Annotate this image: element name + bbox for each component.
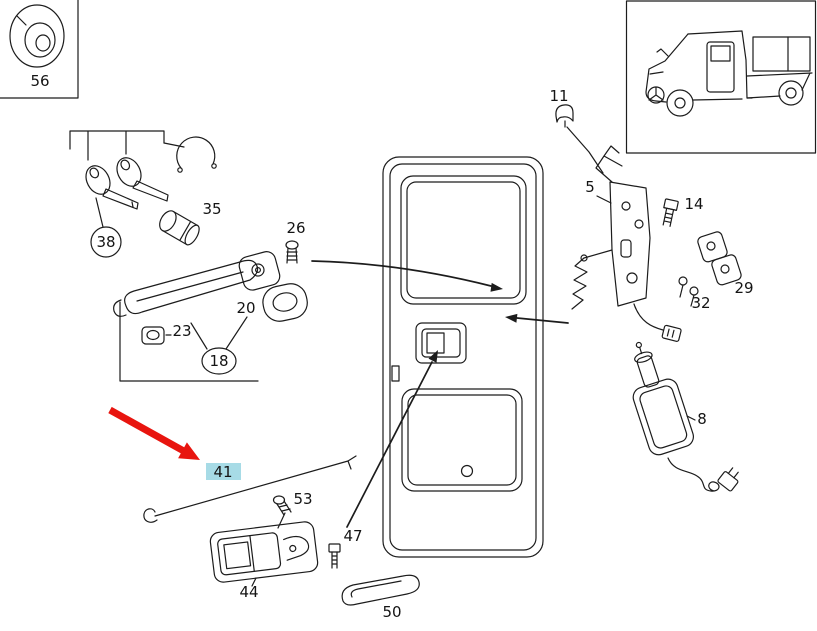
inner-handle-lever	[283, 535, 310, 561]
van-side-door	[706, 41, 735, 93]
grommet-outer-ring	[9, 4, 65, 68]
lock-plate	[609, 181, 651, 307]
lock-cylinder	[159, 210, 200, 246]
handle-gasket	[262, 283, 308, 322]
arrow-lock-to-door	[516, 317, 569, 324]
actuator-wire	[667, 457, 720, 492]
vehicle-inset-group	[625, 0, 817, 154]
actuator-plunger	[636, 355, 660, 388]
van-cargo-box	[752, 36, 811, 72]
control-rod-hook	[143, 508, 158, 523]
vehicle-inset-frame	[625, 0, 817, 154]
part-label-14: 14	[684, 195, 703, 213]
part-label-50: 50	[382, 603, 401, 621]
screw-47	[328, 543, 341, 553]
control-rod	[154, 455, 357, 517]
handle-cup	[341, 574, 420, 606]
screw-32-a	[678, 276, 688, 286]
actuator-connector	[717, 471, 739, 492]
inner-handle-group: 41 53 44 47 50	[143, 455, 420, 621]
retaining-clip	[555, 104, 574, 128]
arrow-inner-handle-to-door	[346, 361, 433, 528]
lock-actuator-group: 8	[632, 341, 739, 492]
part-label-5: 5	[585, 178, 595, 196]
key-blade-1	[102, 188, 139, 210]
van-rear-wheel	[778, 80, 804, 106]
key-set-group: 38 35	[69, 130, 222, 258]
part-label-35: 35	[202, 200, 221, 218]
key-head-1	[85, 165, 111, 195]
door-outer-edge	[382, 156, 544, 558]
arrow-handle-to-door	[311, 260, 492, 287]
part-label-47: 47	[343, 527, 362, 545]
handle-clip	[141, 326, 165, 345]
callout-circle-38	[90, 226, 122, 258]
screw-26	[285, 240, 299, 250]
part-label-20: 20	[236, 299, 255, 317]
door-panel-group	[382, 156, 544, 558]
hinge-plate-upper	[697, 231, 728, 263]
part-label-44: 44	[239, 583, 258, 601]
latch-lever	[595, 145, 623, 183]
key-blade-2	[132, 180, 169, 202]
part-label-38: 38	[96, 233, 115, 251]
part-label-32: 32	[691, 294, 710, 312]
part-label-8: 8	[697, 410, 707, 428]
lock-wire	[633, 303, 664, 331]
callout-circle-18	[201, 347, 237, 375]
part-41-highlight	[206, 463, 241, 480]
door-window-opening	[400, 175, 527, 305]
key-head-2	[116, 157, 142, 187]
door-lock-group: 11 5 14 29 32	[549, 87, 754, 342]
grommet-part-group: 56	[0, 0, 79, 99]
inset-corner-frame	[0, 0, 79, 99]
handle-bracket-lines	[119, 301, 259, 382]
door-lower-recess	[401, 388, 523, 492]
van-cab-outline	[687, 30, 753, 99]
part-label-18: 18	[209, 352, 228, 370]
part-label-26: 26	[286, 219, 305, 237]
pointer-arrows-group	[108, 260, 569, 528]
actuator-body	[632, 378, 694, 456]
van-front-wheel	[666, 89, 694, 117]
part-label-29: 29	[734, 279, 753, 297]
part-label-23: 23	[172, 322, 191, 340]
screw-53	[272, 495, 286, 505]
outer-handle-group: 26 20 23 18	[113, 219, 308, 382]
key-bracket-lines	[69, 130, 165, 161]
lock-spring	[572, 257, 588, 301]
part-label-41: 41	[213, 463, 232, 481]
retainer-clip-ring	[176, 136, 216, 169]
inner-handle-housing	[209, 521, 319, 583]
part-label-53: 53	[293, 490, 312, 508]
red-pointer-arrow	[108, 406, 200, 460]
van-mirror	[656, 48, 669, 57]
part-label-56: 56	[30, 72, 49, 90]
handle-escutcheon	[238, 251, 281, 291]
hinge-plate-lower	[711, 254, 742, 286]
lock-connector	[661, 324, 682, 342]
part-label-11: 11	[549, 87, 568, 105]
door-handle-cutout	[415, 322, 467, 364]
bolt-14	[662, 198, 679, 227]
